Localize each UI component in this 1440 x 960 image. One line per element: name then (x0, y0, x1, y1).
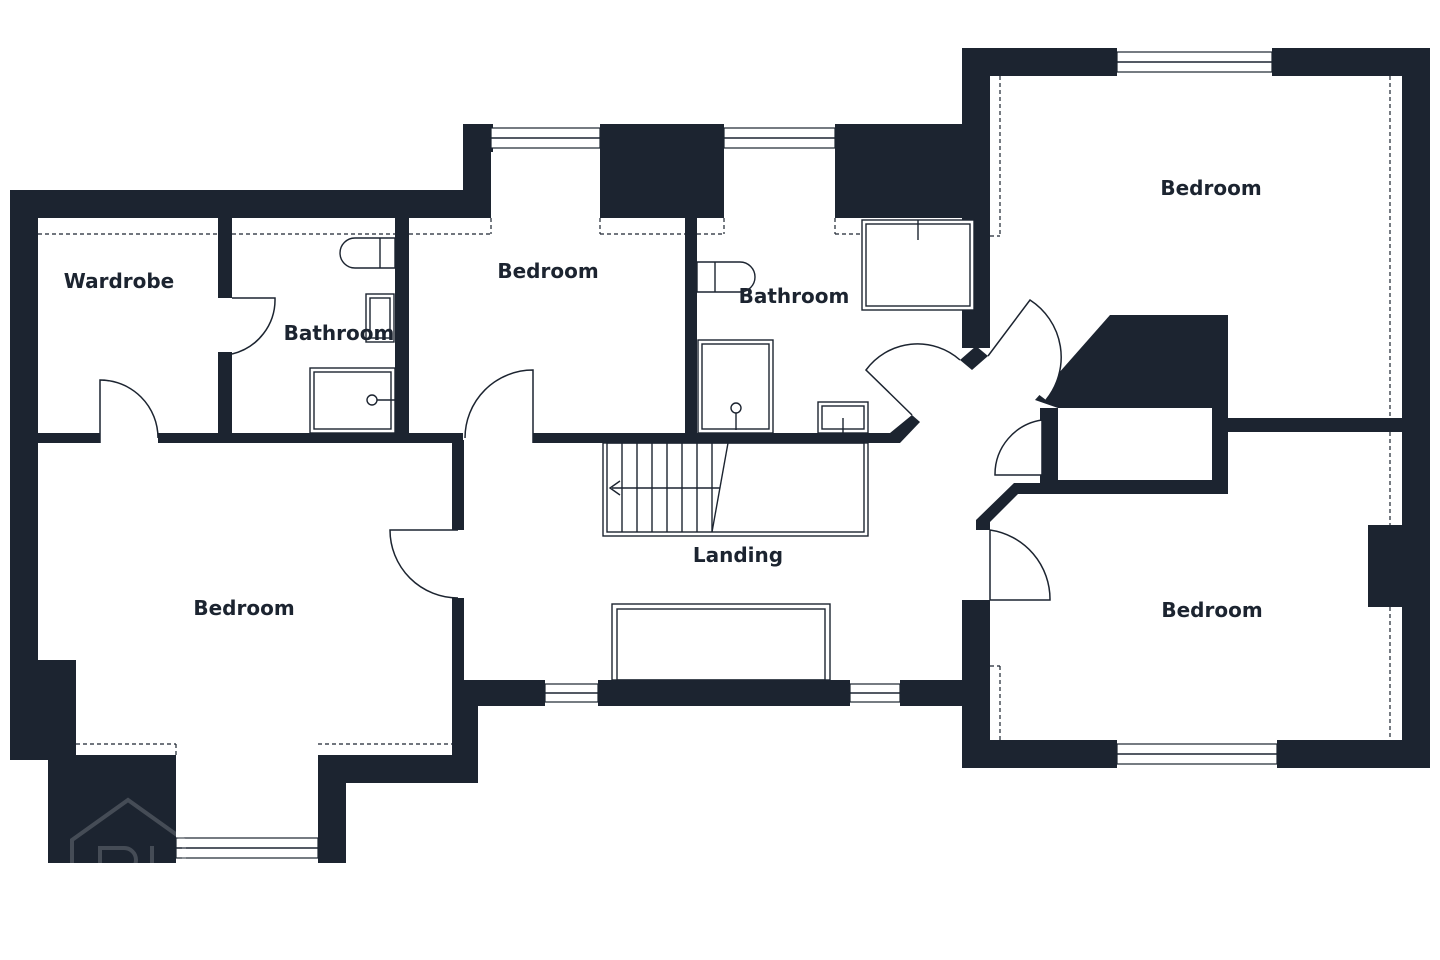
room-label-bedroom-left: Bedroom (193, 596, 294, 620)
room-label-bedroom-top-middle: Bedroom (497, 259, 598, 283)
house-logo-icon (70, 797, 186, 888)
room-label-bathroom-left: Bathroom (284, 321, 395, 345)
room-label-bathroom-middle: Bathroom (739, 284, 850, 308)
windows (175, 51, 1278, 859)
room-label-landing: Landing (693, 543, 783, 567)
fixtures (309, 219, 975, 681)
room-label-bedroom-top-right: Bedroom (1160, 176, 1261, 200)
doors (99, 297, 1062, 601)
room-label-wardrobe: Wardrobe (64, 269, 175, 293)
room-label-bedroom-bottom-right: Bedroom (1161, 598, 1262, 622)
sloped-ceiling-lines (38, 76, 1391, 755)
walls (10, 48, 1430, 863)
room-labels: Wardrobe Bathroom Bedroom Bathroom Bedro… (64, 176, 1263, 622)
